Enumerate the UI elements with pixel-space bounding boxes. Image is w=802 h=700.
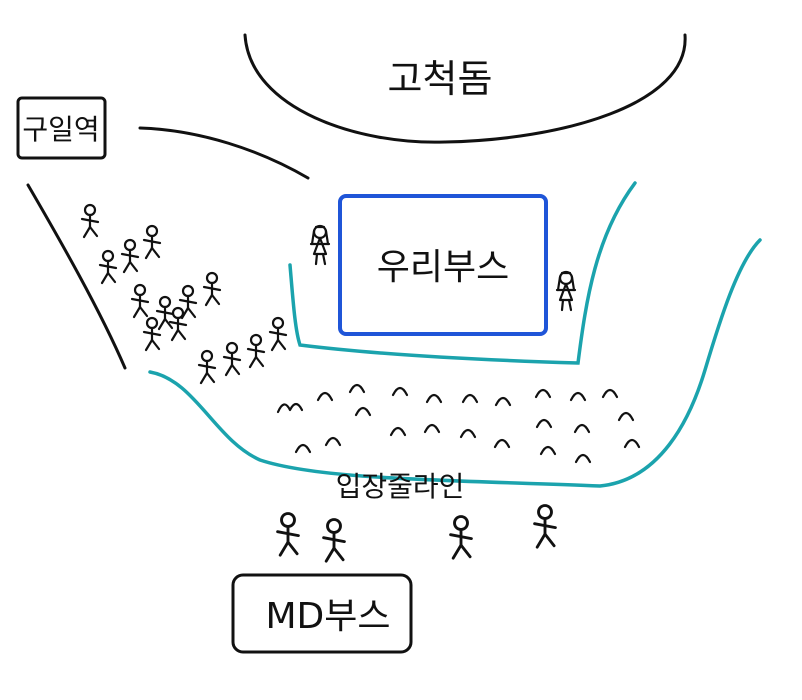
crowd-head xyxy=(316,391,334,402)
booth-staff-figure-right xyxy=(555,270,577,312)
person-figure xyxy=(197,349,217,385)
person-figure xyxy=(155,295,175,331)
person-figure xyxy=(246,333,266,369)
crowd-head xyxy=(423,423,441,434)
crowd-head xyxy=(324,436,342,447)
md-booth-label: MD부스 xyxy=(265,596,390,637)
person-figure xyxy=(80,203,100,239)
entrance-queue-label: 입장줄라인 xyxy=(336,470,465,503)
dome-label: 고척돔 xyxy=(388,57,493,101)
station-label: 구일역 xyxy=(22,113,99,146)
crowd-head xyxy=(569,391,587,402)
crowd-head xyxy=(573,423,591,434)
our-booth-label: 우리부스 xyxy=(377,247,509,288)
person-figure xyxy=(202,271,222,307)
crowd-head xyxy=(276,402,304,414)
person-figure xyxy=(533,504,557,549)
crowd-head xyxy=(574,453,592,464)
crowd-head xyxy=(494,396,512,407)
entrance-queue-line-outer xyxy=(148,238,762,488)
person-figure xyxy=(322,518,346,563)
our-booth-box xyxy=(338,194,548,336)
person-figure xyxy=(142,316,162,352)
booth-queue-line-inner xyxy=(288,181,637,365)
person-figure xyxy=(276,512,300,557)
md-booth-box xyxy=(231,573,413,654)
crowd-head xyxy=(539,445,557,456)
crowd-head xyxy=(601,388,619,399)
crowd-head xyxy=(348,383,366,394)
person-figure xyxy=(268,316,288,352)
walking-crowd-left xyxy=(80,203,288,385)
crowd-head xyxy=(354,406,372,417)
crowd-head xyxy=(294,443,312,454)
crowd-head xyxy=(534,388,552,399)
crowd-head xyxy=(425,393,443,404)
crowd-head xyxy=(535,418,553,429)
crowd-head xyxy=(493,438,511,449)
person-figure xyxy=(168,306,188,342)
road-line-left xyxy=(26,183,127,370)
station-box xyxy=(16,96,107,160)
person-figure xyxy=(120,238,140,274)
road-line-top xyxy=(138,126,310,180)
person-figure xyxy=(98,249,118,285)
person-figure xyxy=(449,515,473,560)
crowd-head xyxy=(459,428,477,439)
crowd-head xyxy=(617,411,635,422)
walking-crowd-bottom xyxy=(276,504,557,563)
crowd-group xyxy=(276,383,641,464)
crowd-head xyxy=(391,386,409,397)
booth-staff-figure-left xyxy=(309,224,331,266)
person-figure xyxy=(130,283,150,319)
dome-outline xyxy=(243,33,687,144)
crowd-head xyxy=(389,426,407,437)
person-figure xyxy=(142,224,162,260)
person-figure xyxy=(222,341,242,377)
crowd-head xyxy=(623,438,641,449)
crowd-head xyxy=(461,393,479,404)
